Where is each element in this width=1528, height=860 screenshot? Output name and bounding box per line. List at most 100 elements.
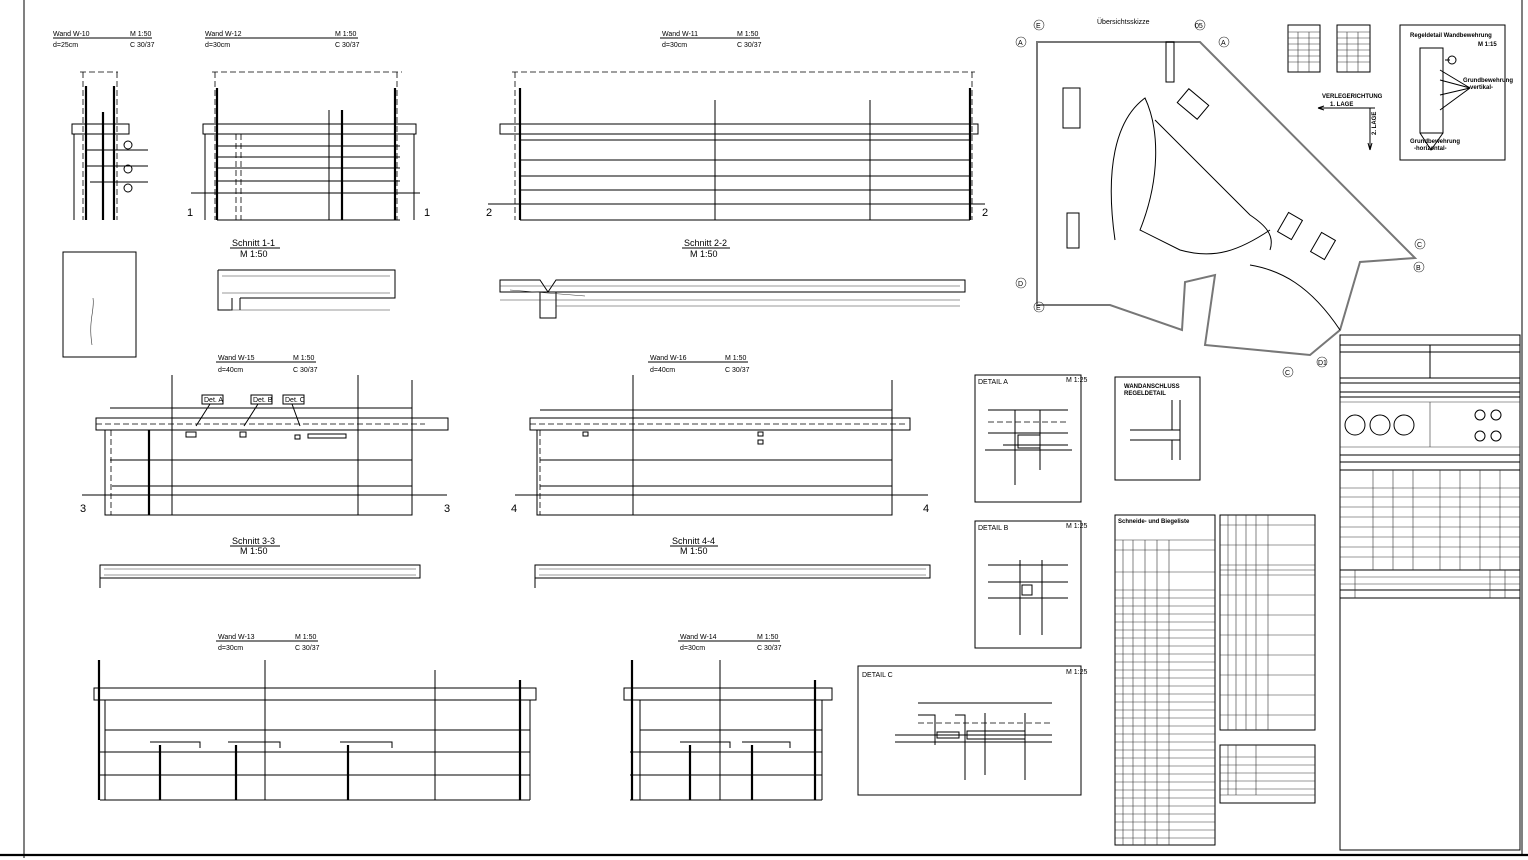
- layer-1-label: 1. LAGE: [1330, 102, 1353, 108]
- wall-title: Wand W-16: [650, 355, 687, 362]
- title-block: [1339, 334, 1521, 851]
- wall-scale: M 1:50: [293, 355, 315, 362]
- wall-concrete: C 30/37: [295, 645, 320, 652]
- wall-w15: Wand W-15 M 1:50 d=40cm C 30/37 Det. A D…: [80, 355, 450, 516]
- wall-thickness: d=30cm: [662, 42, 687, 49]
- wall-thickness: d=25cm: [53, 42, 78, 49]
- section-mark: 2: [982, 207, 988, 219]
- detail-title: DETAIL A: [978, 379, 1008, 386]
- wall-thickness: d=30cm: [218, 645, 243, 652]
- section-1-1: Schnitt 1-1 M 1:50: [217, 238, 396, 311]
- detail-refs: Det. A Det. B Det. C: [185, 394, 347, 440]
- wall-title: Wand W-10: [53, 31, 90, 38]
- section-scale: M 1:50: [680, 546, 708, 556]
- direction-title: VERLEGERICHTUNG: [1322, 94, 1383, 100]
- detail-subtitle: REGELDETAIL: [1124, 391, 1166, 397]
- section-3-3: Schnitt 3-3 M 1:50: [99, 536, 421, 588]
- section-mark: 3: [80, 503, 86, 515]
- laying-direction: VERLEGERICHTUNG 1. LAGE 2. LAGE: [1317, 94, 1383, 151]
- section-title: Schnitt 1-1: [232, 238, 275, 248]
- regeldetail-note-box: [62, 251, 137, 358]
- wall-concrete: C 30/37: [725, 367, 750, 374]
- axis-label: 05: [1195, 23, 1203, 30]
- section-mark: 4: [511, 503, 517, 515]
- section-title: Schnitt 3-3: [232, 536, 275, 546]
- wall-scale: M 1:50: [757, 634, 779, 641]
- wall-w16: Wand W-16 M 1:50 d=40cm C 30/37 4 4: [511, 355, 929, 516]
- axis-label: C: [1285, 370, 1290, 377]
- wall-thickness: d=40cm: [650, 367, 675, 374]
- small-table: [1336, 24, 1371, 73]
- detail-scale: M 1:25: [1066, 377, 1088, 384]
- wall-concrete: C 30/37: [130, 42, 155, 49]
- wall-scale: M 1:50: [295, 634, 317, 641]
- small-table: [1287, 24, 1321, 73]
- det-c-label: Det. C: [285, 397, 305, 404]
- section-mark: 2: [486, 207, 492, 219]
- bending-list: Schneide- und Biegeliste: [1114, 514, 1316, 846]
- wall-scale: M 1:50: [130, 31, 152, 38]
- regeldetail-wall-reinforcement: Regeldetail Wandbewehrung M 1:15 Grundbe…: [1399, 24, 1513, 161]
- section-mark: 1: [187, 207, 193, 219]
- section-mark: 3: [444, 503, 450, 515]
- section-title: Schnitt 4-4: [672, 536, 715, 546]
- wall-w10: Wand W-10 M 1:50 d=25cm C 30/37: [53, 31, 155, 220]
- regeldetail-title: Regeldetail Wandbewehrung: [1410, 33, 1492, 39]
- wall-w14: Wand W-14 M 1:50 d=30cm C 30/37: [623, 634, 833, 801]
- wall-thickness: d=30cm: [680, 645, 705, 652]
- grid-axis-labels: E 05 A A C B D E D1 C: [1015, 19, 1426, 378]
- wall-thickness: d=30cm: [205, 42, 230, 49]
- wall-concrete: C 30/37: [293, 367, 318, 374]
- det-c-tag[interactable]: [282, 394, 305, 405]
- section-scale: M 1:50: [240, 249, 268, 259]
- wall-w12: Wand W-12 M 1:50 d=30cm C 30/37 1 1: [187, 31, 430, 221]
- wall-thickness: d=40cm: [218, 367, 243, 374]
- axis-label: C: [1417, 242, 1422, 249]
- section-2-2: Schnitt 2-2 M 1:50: [499, 238, 966, 319]
- wall-title: Wand W-12: [205, 31, 242, 38]
- wandanschluss-detail: WANDANSCHLUSS REGELDETAIL: [1114, 376, 1201, 481]
- overview-title: Übersichtsskizze: [1097, 18, 1150, 26]
- detail-title: DETAIL C: [862, 672, 893, 679]
- axis-label: A: [1018, 40, 1023, 47]
- detail-title: WANDANSCHLUSS: [1124, 384, 1180, 390]
- wall-scale: M 1:50: [335, 31, 357, 38]
- vertical-label: Grundbewehrung: [1463, 78, 1513, 84]
- wall-title: Wand W-11: [662, 31, 698, 38]
- layer-2-label: 2. LAGE: [1372, 112, 1378, 135]
- wall-scale: M 1:50: [725, 355, 747, 362]
- section-mark: 1: [424, 207, 430, 219]
- section-scale: M 1:50: [240, 546, 268, 556]
- wall-w13: Wand W-13 M 1:50 d=30cm C 30/37: [93, 634, 537, 801]
- section-mark: 4: [923, 503, 929, 515]
- wall-title: Wand W-13: [218, 634, 255, 641]
- wall-concrete: C 30/37: [335, 42, 360, 49]
- wall-title: Wand W-15: [218, 355, 255, 362]
- overview-plan: Übersichtsskizze E 05 A A C B D E D1 C V…: [1015, 18, 1426, 378]
- section-scale: M 1:50: [690, 249, 718, 259]
- detail-title: DETAIL B: [978, 525, 1009, 532]
- detail-b: DETAIL B M 1:25: [974, 520, 1088, 649]
- detail-scale: M 1:25: [1066, 669, 1088, 676]
- wall-w11: Wand W-11 M 1:50 d=30cm C 30/37 2 2: [486, 31, 988, 221]
- axis-label: B: [1416, 265, 1421, 272]
- section-4-4: Schnitt 4-4 M 1:50: [534, 536, 931, 588]
- detail-c: DETAIL C M 1:25: [857, 665, 1088, 796]
- axis-label: D1: [1318, 360, 1327, 367]
- detail-scale: M 1:25: [1066, 523, 1088, 530]
- detail-a: DETAIL A M 1:25: [974, 374, 1088, 503]
- det-a-tag[interactable]: [201, 394, 224, 405]
- horizontal-sub-label: -horizontal-: [1414, 146, 1447, 152]
- wall-scale: M 1:50: [737, 31, 759, 38]
- det-b-tag[interactable]: [250, 394, 273, 405]
- vertical-sub-label: -vertikal-: [1468, 85, 1493, 91]
- axis-label: A: [1221, 40, 1226, 47]
- regeldetail-scale: M 1:15: [1478, 42, 1497, 48]
- axis-label: D: [1018, 281, 1023, 288]
- axis-label: E: [1036, 23, 1041, 30]
- wall-title: Wand W-14: [680, 634, 717, 641]
- bending-list-title: Schneide- und Biegeliste: [1118, 519, 1190, 525]
- axis-label: E: [1036, 305, 1041, 312]
- det-b-label: Det. B: [253, 397, 273, 404]
